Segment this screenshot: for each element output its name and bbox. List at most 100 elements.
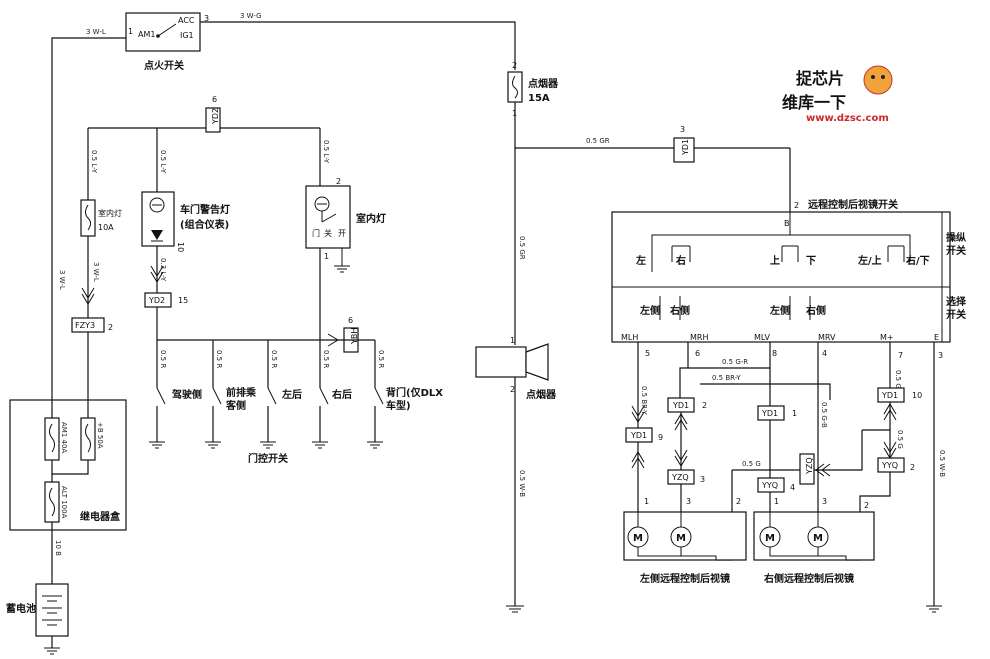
wire-label-mrh-gr: 0.5 G-R	[722, 358, 748, 366]
connector-arrow-icon	[81, 287, 95, 299]
connector-yd2-top-label: YD2	[211, 108, 220, 125]
fuse-element-icon	[85, 423, 91, 453]
switch-blade	[212, 387, 222, 405]
relay-box-label: 继电器盒	[80, 510, 121, 523]
right-motor-1-label: M	[765, 533, 775, 544]
warning-lamp-label-line1: 车门警告灯	[180, 203, 230, 216]
interior-lamp-label: 室内灯	[356, 212, 386, 225]
term-mlh: MLH	[621, 333, 638, 342]
connector-yd1-1-label: YD1	[761, 409, 778, 418]
connector-ybh-pin: 6	[348, 316, 353, 325]
connector-yyq-2-pin: 2	[910, 463, 915, 472]
connector-yd1-1	[757, 405, 785, 421]
lamp-sw-on: 开	[338, 229, 346, 238]
ground-icon	[506, 605, 524, 613]
connector-arrow-icon	[815, 463, 825, 477]
wire-label-lighter-gr: 0.5 GR	[518, 236, 526, 260]
connector-yd2-top	[205, 107, 221, 133]
door-switch-rear-right: 0.5 R 右后	[312, 340, 352, 449]
door-switch-label-wrap: 背门(仅DLX车型)	[386, 388, 443, 412]
fuse-element-icon	[49, 423, 55, 453]
operate-dir-down: 下	[806, 255, 816, 267]
door-switch-label: 驾驶侧	[171, 388, 202, 401]
battery: 蓄电池	[6, 583, 69, 637]
relay-box-frame	[9, 399, 127, 531]
term-pin-mrv: 4	[822, 349, 827, 358]
connector-yd1-top-pin: 3	[680, 125, 685, 134]
door-switch-group: 0.5 R 驾驶侧 0.5 R 前排乘客侧 0.5 R 左后 0.5	[149, 340, 443, 465]
connector-yd1-10	[877, 387, 905, 403]
lighter-fuse-pin2: 2	[512, 61, 517, 70]
ignition-am1-label: AM1	[138, 30, 155, 39]
connector-arrow-icon	[150, 265, 164, 277]
connector-yd1-10-pin: 10	[912, 391, 922, 400]
lamp-sw-off: 关	[324, 228, 332, 238]
mirror-switch-frame	[611, 211, 951, 343]
connector-yd2-mid-pin: 15	[178, 296, 188, 305]
watermark-brand-top: 捉芯片	[796, 69, 844, 88]
connector-yzq-3-label: YZQ	[671, 473, 689, 482]
switch-blade	[267, 387, 277, 405]
term-pin-mplus: 7	[898, 351, 903, 360]
connector-yd1-2-label: YD1	[672, 401, 689, 410]
bulb-icon	[149, 197, 165, 213]
watermark-mascot-eye-icon	[881, 75, 885, 79]
connector-arrow-icon	[631, 405, 645, 417]
fuse-element-icon	[85, 204, 91, 231]
connector-arrow-icon	[631, 457, 645, 469]
term-mlv: MLV	[754, 333, 770, 342]
watermark: 捉芯片 维库一下 www.dzsc.com	[782, 65, 893, 124]
right-mirror-pin3: 3	[822, 497, 827, 506]
wire-label-10b: 10 B	[54, 540, 62, 556]
connector-arrow-icon	[631, 411, 645, 423]
ignition-switch-box	[125, 12, 201, 52]
wire-label-3wl-fzy: 3 W-L	[92, 262, 100, 282]
select-right-2: 右侧	[805, 304, 826, 317]
ignition-pivot	[156, 34, 160, 38]
wire-label-e: 0.5 W-B	[938, 450, 946, 477]
lighter-pin2: 2	[510, 385, 515, 394]
switch-blade	[156, 387, 166, 405]
wire-label-door-r: 0.5 R	[270, 350, 278, 368]
door-switch-label: 左后	[281, 388, 302, 401]
connector-yd1-top-label: YD1	[681, 139, 690, 156]
interior-lamp: 门 关 开 室内灯 2 1	[305, 177, 386, 261]
door-switch-back-door: 0.5 R 背门(仅DLX车型)	[367, 340, 443, 449]
wire-label-3wl-vertical: 3 W-L	[58, 270, 66, 290]
connector-arrow-icon	[631, 451, 645, 463]
connector-arrow-icon	[883, 409, 897, 421]
connector-yd1-9-pin: 9	[658, 433, 663, 442]
door-switch-group-label: 门控开关	[248, 452, 288, 465]
connector-fzy3-label: FZY3	[75, 321, 95, 330]
connector-yd1-2-pin: 2	[702, 401, 707, 410]
relay-box: AM1 40A +B 50A ALT 100A 继电器盒	[9, 399, 127, 531]
battery-body	[35, 583, 69, 637]
lighter-fuse-label: 点烟器	[528, 77, 559, 90]
select-left-2: 左侧	[769, 304, 790, 317]
section-select-wrap: 选择开关	[946, 297, 966, 321]
connector-yd1-9-label: YD1	[630, 431, 647, 440]
connector-arrow-icon	[674, 419, 688, 431]
operate-dir-left-up: 左/上	[857, 254, 882, 267]
connector-yzq-2	[799, 453, 815, 485]
door-switch-driver: 0.5 R 驾驶侧	[149, 340, 202, 449]
connector-yyq-2-label: YYQ	[881, 461, 898, 470]
operate-dir-right-down: 右/下	[905, 254, 930, 267]
term-pin-mrh: 6	[695, 349, 700, 358]
fuse-am1-label: AM1 40A	[60, 422, 68, 453]
left-mirror-pin3: 3	[686, 497, 691, 506]
section-select-label: 选择开关	[946, 297, 966, 321]
interior-fuse-label: 室内灯	[98, 208, 122, 218]
interior-fuse-rating: 10A	[98, 223, 114, 232]
connector-yyq-4-pin: 4	[790, 483, 795, 492]
watermark-brand-bottom: 维库一下	[782, 93, 846, 112]
connector-arrow-icon	[821, 463, 831, 477]
wire-label-mrh-br: 0.5 BR-Y	[712, 374, 741, 382]
wire-label-ly-left: 0.5 L-Y	[90, 150, 98, 174]
mirror-switch-title: 远程控制后视镜开关	[808, 198, 898, 211]
watermark-url: www.dzsc.com	[806, 113, 889, 124]
wire-label-mplus: 0.5 G	[894, 370, 902, 389]
fuse-hb-label: +B 50A	[96, 422, 104, 449]
battery-label: 蓄电池	[6, 602, 36, 615]
ignition-ig1-label: IG1	[180, 31, 194, 40]
